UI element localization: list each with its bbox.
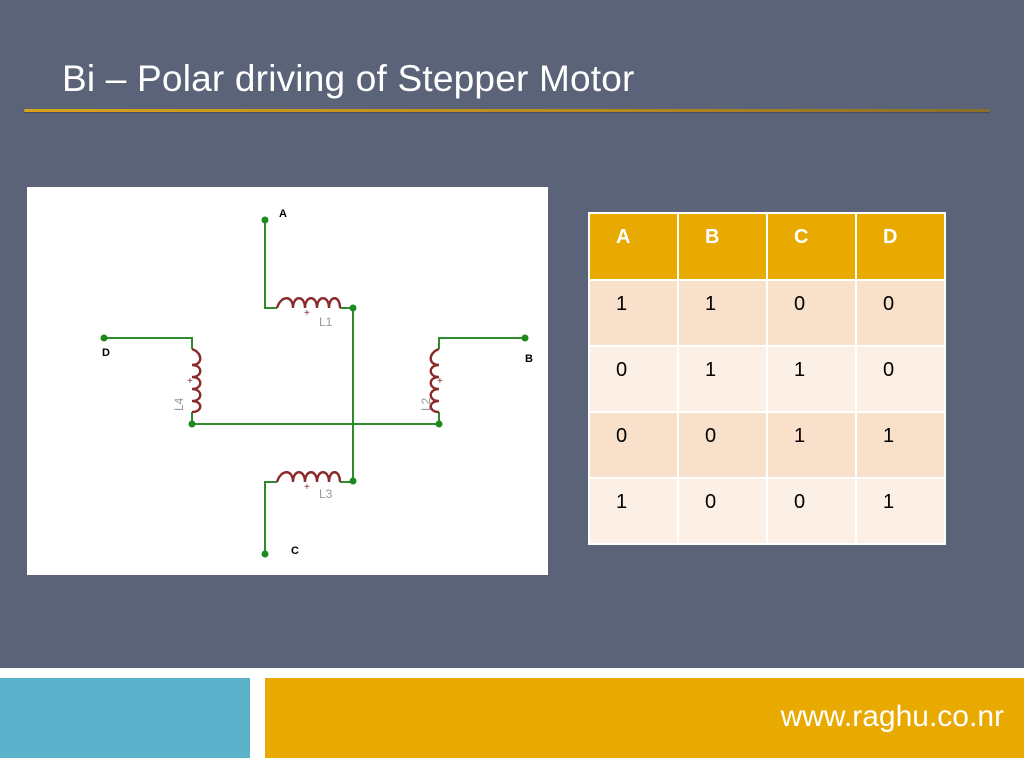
table-header: C <box>766 212 857 281</box>
stepper-circuit-diagram: + + + + A B C D L1 L3 L4 L2 <box>27 187 548 575</box>
polarity-marks: + + + + <box>187 308 443 493</box>
footer-blue-block <box>0 678 250 758</box>
svg-text:+: + <box>437 376 443 387</box>
table-header: B <box>677 212 768 281</box>
footer-website-link[interactable]: www.raghu.co.nr <box>780 700 1004 733</box>
table-cell: 1 <box>588 279 679 347</box>
footer-gold-block <box>265 678 1024 758</box>
table-header-row: A B C D <box>588 212 946 281</box>
title-underline <box>24 109 990 112</box>
slide-title: Bi – Polar driving of Stepper Motor <box>62 58 635 99</box>
svg-text:+: + <box>187 376 193 387</box>
table-cell: 1 <box>855 411 946 479</box>
table-cell: 1 <box>677 279 768 347</box>
coil-l1 <box>275 297 342 309</box>
terminal-label-a: A <box>279 208 287 220</box>
svg-text:+: + <box>304 308 310 319</box>
table-cell: 1 <box>766 345 857 413</box>
coil-l4 <box>191 347 202 414</box>
terminal-label-b: B <box>525 353 533 365</box>
coil-windings <box>191 297 440 483</box>
table-cell: 1 <box>855 477 946 545</box>
coil-l2 <box>429 347 440 414</box>
table-cell: 0 <box>766 279 857 347</box>
svg-text:+: + <box>304 482 310 493</box>
table-cell: 0 <box>588 345 679 413</box>
table-cell: 1 <box>677 345 768 413</box>
table-cell: 1 <box>766 411 857 479</box>
table-row: 0 1 1 0 <box>588 345 946 413</box>
table-cell: 0 <box>855 345 946 413</box>
coil-label-l4: L4 <box>172 397 186 411</box>
table-header: A <box>588 212 679 281</box>
coil-l3 <box>275 471 342 483</box>
table-cell: 0 <box>588 411 679 479</box>
table-row: 1 0 0 1 <box>588 477 946 545</box>
table-cell: 0 <box>855 279 946 347</box>
coil-label-l2: L2 <box>419 397 433 411</box>
coil-label-l3: L3 <box>319 487 333 501</box>
table-header: D <box>855 212 946 281</box>
table-row: 1 1 0 0 <box>588 279 946 347</box>
junction-dots <box>100 216 529 558</box>
table-cell: 0 <box>766 477 857 545</box>
table-cell: 0 <box>677 477 768 545</box>
coil-label-l1: L1 <box>319 315 333 329</box>
table-cell: 0 <box>677 411 768 479</box>
terminal-label-c: C <box>291 545 299 557</box>
table-row: 0 0 1 1 <box>588 411 946 479</box>
drive-sequence-table: A B C D 1 1 0 0 0 1 1 0 0 0 1 1 1 0 0 1 <box>588 212 946 545</box>
terminal-label-d: D <box>102 347 110 359</box>
circuit-wires <box>104 220 525 554</box>
table-cell: 1 <box>588 477 679 545</box>
